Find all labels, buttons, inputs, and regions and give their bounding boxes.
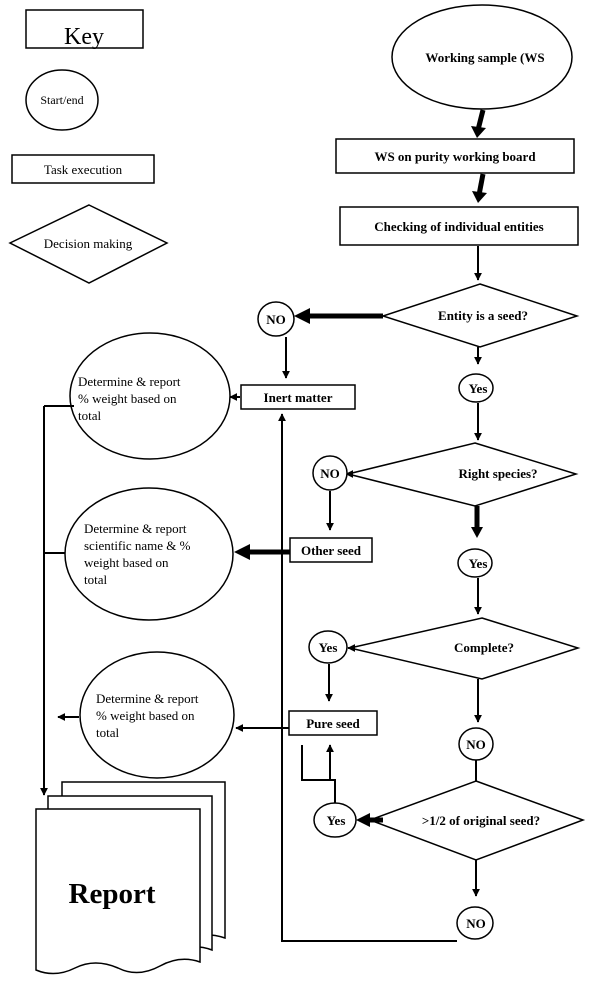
inert-matter-label: Inert matter — [264, 390, 333, 405]
ws-board-label: WS on purity working board — [374, 149, 536, 164]
entity-yes-label: Yes — [469, 381, 488, 396]
other-outcome-line-3: weight based on — [84, 555, 169, 570]
arrow-board-to-check-head — [472, 191, 487, 203]
pure-outcome-text: Determine & report % weight based on tot… — [96, 691, 202, 740]
report-document: Report — [35, 781, 226, 975]
working-sample-label: Working sample (WS — [425, 50, 544, 65]
arrow-board-to-check — [476, 173, 486, 196]
working-sample-node — [391, 4, 573, 110]
arrow-species-yes-head — [471, 527, 483, 538]
other-outcome-text: Determine & report scientific name & % w… — [84, 521, 194, 587]
legend-start-end-label: Start/end — [40, 93, 83, 107]
species-no-node — [312, 455, 348, 491]
arrow-ws-to-board — [475, 109, 486, 131]
inert-outcome-line-1: Determine & report — [78, 374, 181, 389]
pure-outcome-line-2: % weight based on — [96, 708, 195, 723]
inert-outcome-line-3: total — [78, 408, 101, 423]
ws-board-node — [335, 138, 575, 174]
half-yes-label: Yes — [327, 813, 346, 828]
other-outcome-line-1: Determine & report — [84, 521, 187, 536]
complete-yes-node — [308, 630, 348, 664]
other-seed-label: Other seed — [301, 543, 362, 558]
complete-label: Complete? — [454, 640, 514, 655]
complete-yes-label: Yes — [319, 640, 338, 655]
pure-outcome-line-1: Determine & report — [96, 691, 199, 706]
inert-outcome-line-2: % weight based on — [78, 391, 177, 406]
half-seed-label: >1/2 of original seed? — [422, 813, 540, 828]
report-label: Report — [69, 878, 156, 910]
half-no-node — [456, 906, 494, 940]
pure-outcome-line-3: total — [96, 725, 119, 740]
entity-no-label: NO — [266, 312, 286, 327]
entity-yes-node — [458, 373, 494, 403]
arrow-half-no-to-inert — [278, 413, 457, 942]
arrow-half-yes-head — [356, 813, 370, 827]
other-outcome-line-2: scientific name & % — [84, 538, 191, 553]
inert-outcome-node — [69, 332, 231, 460]
checking-node — [339, 206, 579, 246]
right-species-label: Right species? — [458, 466, 537, 481]
inert-matter-node — [240, 384, 356, 410]
other-outcome-line-4: total — [84, 572, 107, 587]
legend-decision-shape — [8, 204, 169, 284]
half-no-label: NO — [466, 916, 486, 931]
report-sheet-front — [35, 808, 201, 975]
legend: Key Start/end Task execution Decision ma… — [8, 9, 169, 284]
entity-seed-decision — [380, 283, 580, 348]
legend-key-box — [25, 9, 144, 49]
species-yes-node — [457, 548, 493, 578]
other-outcome-node — [64, 487, 234, 621]
pure-seed-node — [288, 710, 378, 736]
legend-task-label: Task execution — [44, 162, 123, 177]
species-no-label: NO — [320, 466, 340, 481]
species-yes-label: Yes — [469, 556, 488, 571]
pure-outcome-node — [79, 651, 235, 779]
checking-label: Checking of individual entities — [374, 219, 543, 234]
entity-seed-label: Entity is a seed? — [438, 308, 528, 323]
entity-no-node — [257, 301, 295, 337]
legend-start-end-shape — [25, 69, 99, 131]
pure-seed-label: Pure seed — [306, 716, 360, 731]
arrow-half-yes-to-pure — [302, 744, 334, 781]
arrow-entity-no-head — [294, 308, 310, 324]
complete-no-label: NO — [466, 737, 486, 752]
legend-decision-label: Decision making — [44, 236, 133, 251]
legend-title: Key — [64, 24, 104, 50]
arrow-other-to-outcome-head — [234, 544, 250, 560]
legend-task-shape — [11, 154, 155, 184]
arrow-ws-to-board-head — [471, 126, 486, 138]
complete-decision — [349, 617, 581, 680]
inert-outcome-text: Determine & report % weight based on tot… — [78, 374, 184, 423]
